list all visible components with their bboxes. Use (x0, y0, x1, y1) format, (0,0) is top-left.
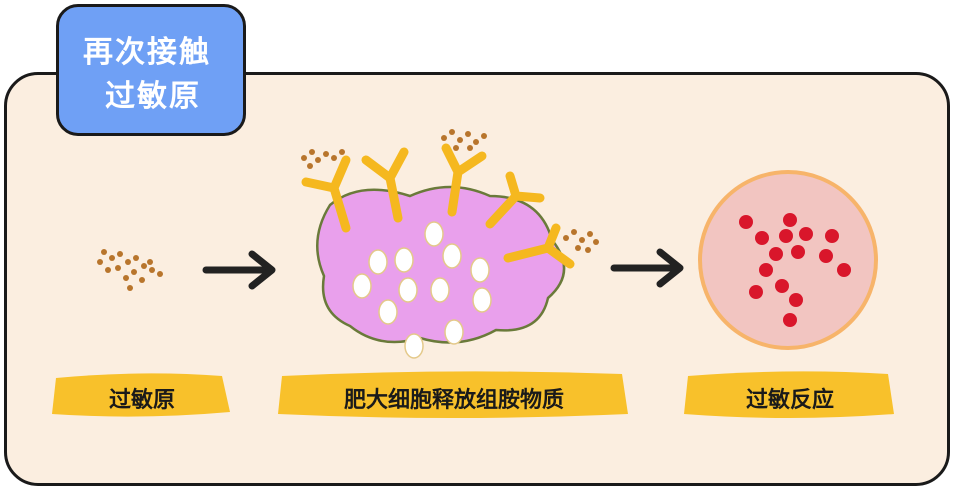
mast-cell-label: 肥大细胞释放组胺物质 (343, 388, 564, 413)
reaction-label: 过敏反应 (745, 388, 834, 413)
allergen-label-highlight (52, 373, 230, 417)
title-line-2: 过敏原 (105, 79, 201, 114)
mast-cell-label-highlight (278, 371, 628, 418)
reaction-label-highlight (684, 371, 894, 418)
red-dots-icon (739, 213, 851, 327)
antibody-icon (441, 143, 487, 217)
antibody-icon (301, 155, 351, 233)
arrow-right-icon (610, 248, 684, 288)
allergen-label: 过敏原 (108, 388, 175, 413)
allergen-particles-icon (97, 249, 163, 291)
granules (352, 221, 492, 359)
title-line-1: 再次接触 (83, 35, 211, 70)
mast-cell-icon (316, 185, 566, 344)
antibody-icon (361, 147, 409, 223)
antibody-icon (503, 223, 575, 269)
allergen-particles-icon (301, 129, 599, 253)
antibody-icon (485, 171, 545, 229)
title-tag: 再次接触 过敏原 (56, 4, 246, 136)
arrow-right-icon (202, 250, 276, 290)
